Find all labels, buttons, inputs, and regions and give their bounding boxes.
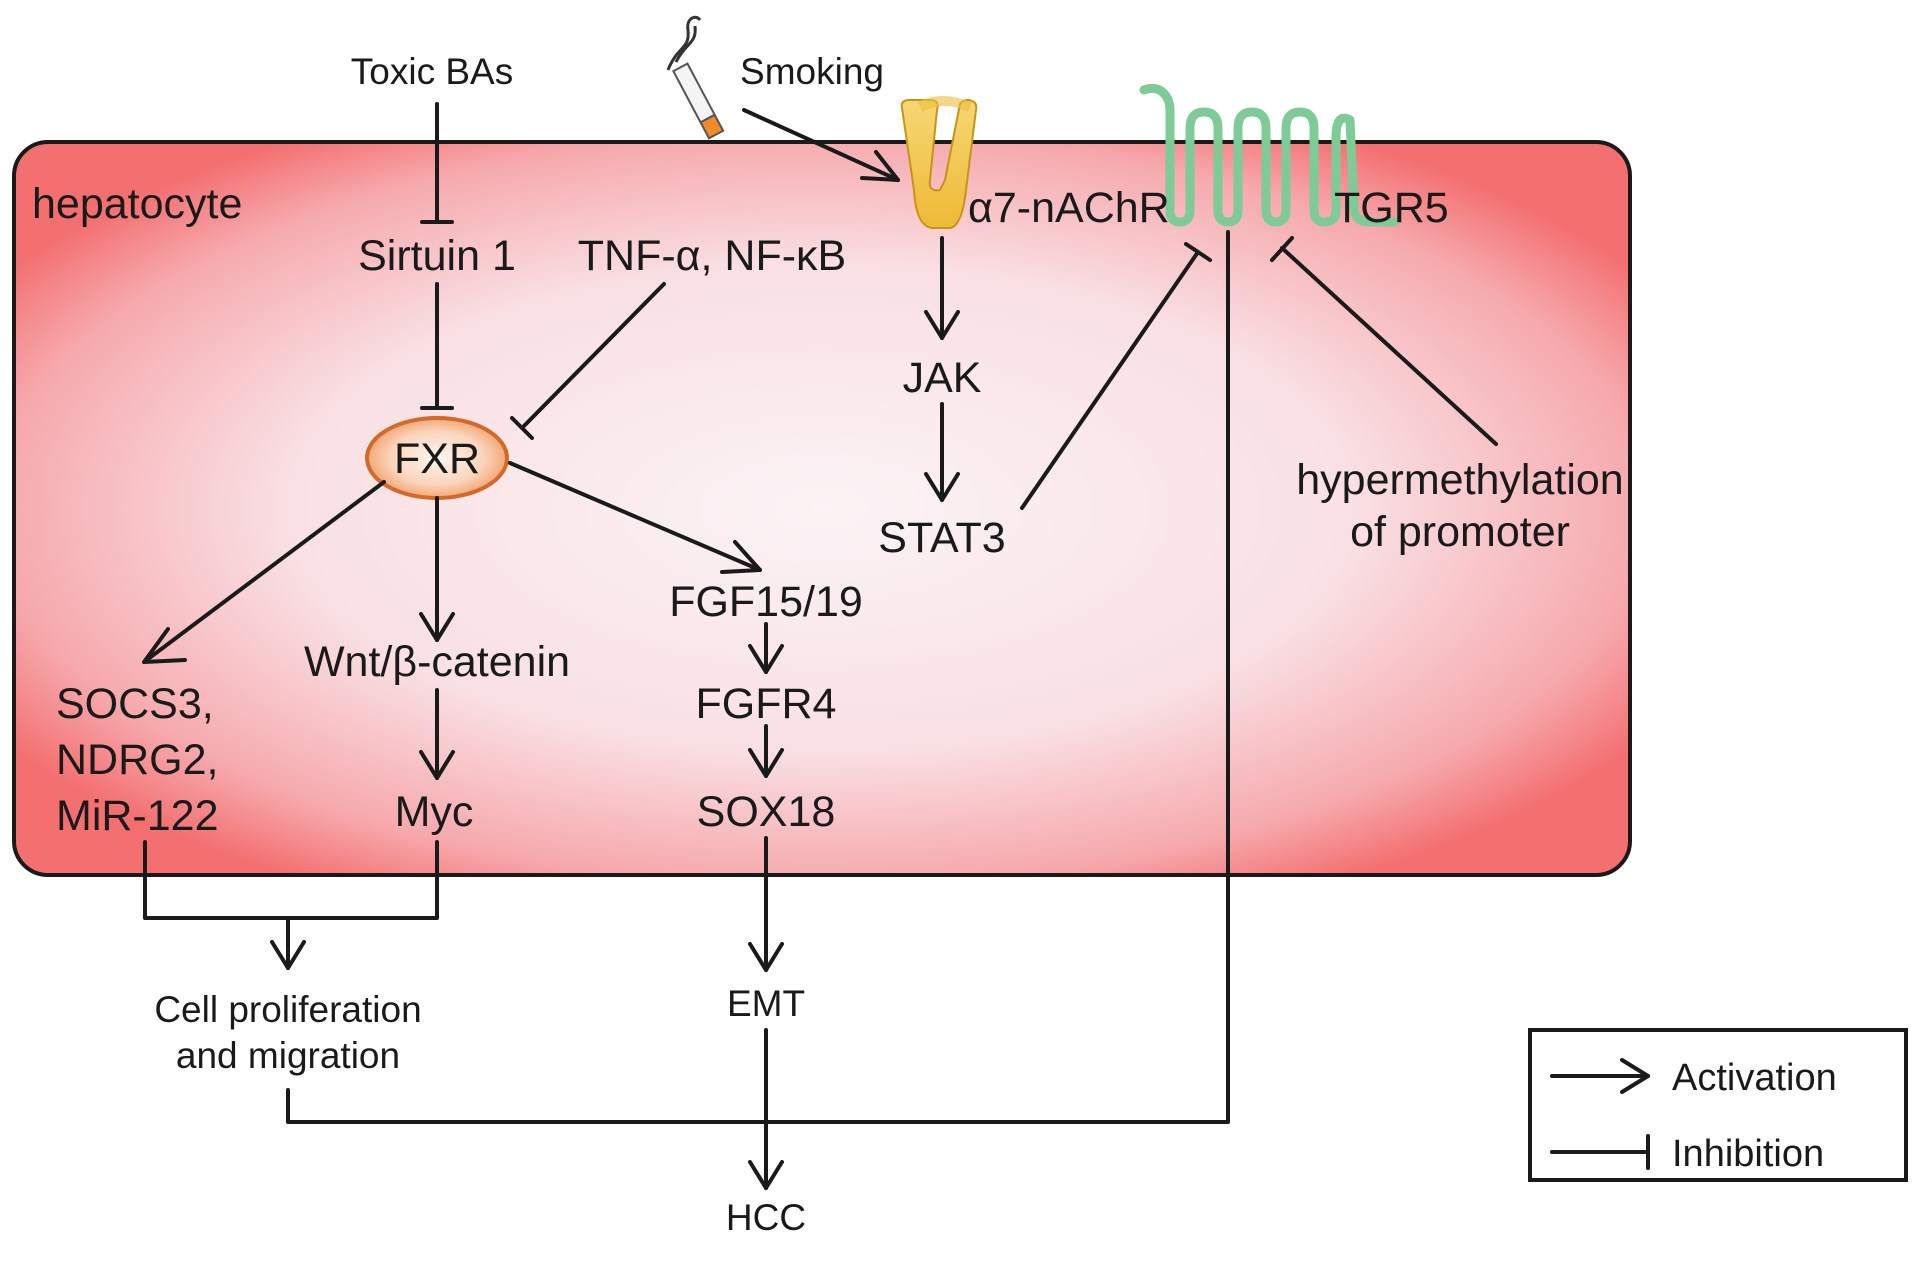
a7-nachr-receptor-icon (900, 96, 978, 229)
node-a7nachr: α7-nAChR (968, 184, 1170, 232)
node-tnf-nfkb: TNF-α, NF-κB (578, 232, 846, 280)
edge-a7nachr-activates-jak (924, 236, 960, 340)
edge-wnt-activates-myc (419, 688, 455, 780)
node-smoking: Smoking (740, 51, 884, 92)
node-hcc: HCC (726, 1197, 806, 1238)
node-ndrg2: NDRG2, (56, 736, 218, 784)
edge-sirtuin1-inhibits-fxr (420, 282, 454, 410)
node-tgr5: TGR5 (1334, 184, 1449, 232)
legend-inhibition-label: Inhibition (1672, 1133, 1824, 1175)
cigarette-icon (666, 15, 725, 140)
tgr5-receptor-icon (1139, 84, 1399, 227)
edge-bracket-to-hcc (286, 230, 1230, 1124)
node-sirtuin1: Sirtuin 1 (358, 232, 516, 280)
legend-inhibition-bar (1550, 1134, 1650, 1170)
node-myc: Myc (395, 788, 474, 836)
node-toxic-bas: Toxic BAs (351, 51, 513, 92)
node-socs3: SOCS3, (56, 680, 214, 728)
edge-fgf-activates-fgfr4 (748, 622, 784, 674)
edge-fgfr4-activates-sox18 (748, 724, 784, 778)
edge-sox18-activates-emt (748, 836, 784, 972)
edge-fxr-activates-fgf (508, 461, 762, 574)
node-fxr-label: FXR (394, 435, 480, 483)
edge-smoking-activates-a7nachr (742, 108, 900, 182)
node-wnt: Wnt/β-catenin (304, 638, 570, 686)
node-fgf: FGF15/19 (669, 578, 863, 626)
node-emt: EMT (727, 983, 805, 1024)
edge-fxr-activates-wnt (419, 496, 455, 642)
legend-box (1528, 1028, 1908, 1182)
node-mir122: MiR-122 (56, 792, 219, 840)
edge-stat3-inhibits-tgr5 (1020, 242, 1212, 510)
edge-merge-to-cell-proliferation (143, 840, 439, 970)
edge-emt-activates-hcc (748, 1028, 784, 1190)
legend: Activation Inhibition (1528, 1028, 1908, 1182)
node-hypermethylation-line1: hypermethylation (1296, 456, 1623, 504)
node-hypermethylation-line2: of promoter (1350, 508, 1570, 556)
node-cell-proliferation-line1: Cell proliferation (154, 989, 421, 1030)
edge-toxicbas-inhibits-sirtuin1 (420, 102, 454, 224)
node-sox18: SOX18 (697, 788, 836, 836)
hepatocyte-label: hepatocyte (32, 180, 242, 228)
node-stat3: STAT3 (878, 514, 1005, 562)
legend-activation-label: Activation (1672, 1057, 1837, 1099)
node-jak: JAK (903, 354, 982, 402)
node-cell-proliferation-line2: and migration (176, 1035, 400, 1076)
node-fgfr4: FGFR4 (696, 680, 837, 728)
legend-activation-arrow (1550, 1058, 1650, 1094)
edge-jak-activates-stat3 (924, 402, 960, 502)
edge-hypermethylation-inhibits-tgr5 (1270, 236, 1498, 446)
edge-fxr-activates-socs3 (142, 480, 386, 664)
edge-tnf-inhibits-fxr (510, 282, 666, 440)
